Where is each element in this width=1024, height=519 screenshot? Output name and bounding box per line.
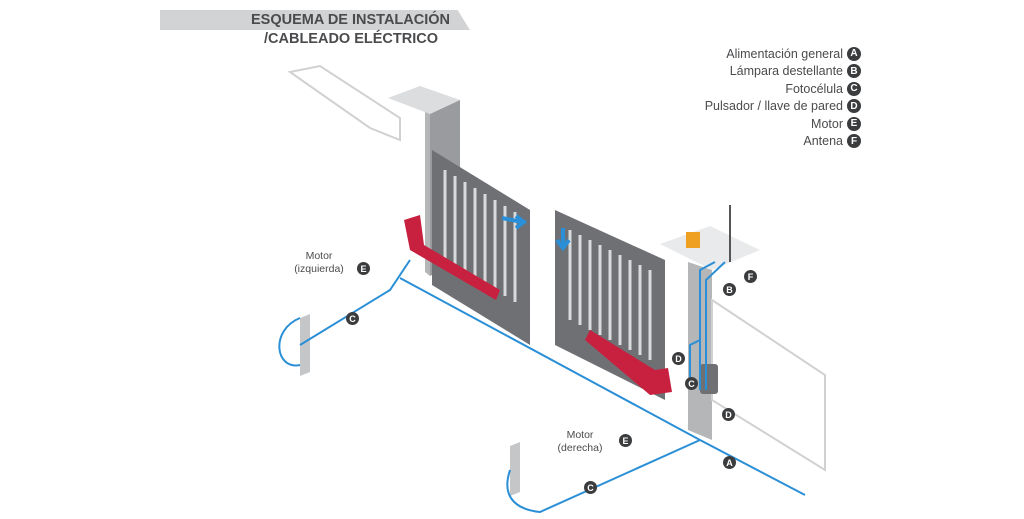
callout-power: A	[723, 456, 736, 469]
legend-label: Antena	[803, 134, 843, 149]
cables	[278, 259, 806, 514]
legend: Alimentación general A Lámpara destellant…	[705, 45, 861, 150]
legend-badge: D	[847, 99, 861, 114]
callout-photocell: C	[584, 481, 597, 494]
callout-antenna: F	[744, 270, 757, 283]
legend-badge: B	[847, 64, 861, 79]
legend-badge: F	[847, 134, 861, 149]
legend-item: Lámpara destellante B	[705, 63, 861, 81]
legend-label: Lámpara destellante	[729, 64, 843, 79]
motor-left-line1: Motor	[305, 250, 333, 262]
right-motor	[585, 330, 672, 395]
open-arrow-icon	[501, 214, 528, 230]
right-wall	[711, 298, 826, 472]
motor-left-line2: (izquierda)	[294, 263, 344, 275]
left-pillar-side	[425, 112, 430, 276]
legend-item: Fotocélula C	[705, 80, 861, 98]
motor-left-label: Motor (izquierda)	[288, 250, 350, 276]
title-line-1: ESQUEMA DE INSTALACIÓN	[251, 12, 450, 28]
callout-photocell: C	[685, 377, 698, 390]
legend-label: Alimentación general	[726, 46, 843, 61]
flashing-lamp	[686, 232, 700, 248]
motor-right-line2: (derecha)	[557, 442, 603, 454]
left-wall	[287, 64, 401, 142]
photocell-post-left	[300, 314, 310, 376]
right-pillar-top	[660, 226, 760, 270]
open-arrow-icon	[555, 228, 571, 252]
legend-item: Antena F	[705, 133, 861, 151]
callout-photocell: C	[346, 312, 359, 325]
legend-item: Pulsador / llave de pared D	[705, 98, 861, 116]
right-gate-bars	[568, 230, 652, 360]
callout-wall-button: D	[722, 408, 735, 421]
legend-item: Motor E	[705, 115, 861, 133]
callout-motor: E	[619, 434, 632, 447]
motor-right-line1: Motor	[566, 429, 594, 441]
left-pillar-top	[388, 86, 460, 114]
callout-wall-button: D	[672, 352, 685, 365]
left-motor	[404, 215, 500, 300]
motor-right-label: Motor (derecha)	[550, 429, 610, 455]
title-line-2: /CABLEADO ELÉCTRICO	[264, 31, 438, 47]
legend-item: Alimentación general A	[705, 45, 861, 63]
legend-badge: E	[847, 116, 861, 131]
photocell-post-right	[510, 442, 520, 496]
legend-badge: A	[847, 46, 861, 61]
legend-label: Fotocélula	[785, 81, 843, 96]
control-box	[700, 364, 718, 394]
page-title: ESQUEMA DE INSTALACIÓN /CABLEADO ELÉCTRI…	[200, 11, 450, 49]
legend-label: Motor	[811, 116, 843, 131]
left-gate-bars	[443, 170, 517, 302]
callout-lamp: B	[723, 283, 736, 296]
legend-label: Pulsador / llave de pared	[704, 99, 843, 114]
legend-badge: C	[847, 81, 861, 96]
callout-motor: E	[357, 262, 370, 275]
title-band	[160, 10, 470, 30]
